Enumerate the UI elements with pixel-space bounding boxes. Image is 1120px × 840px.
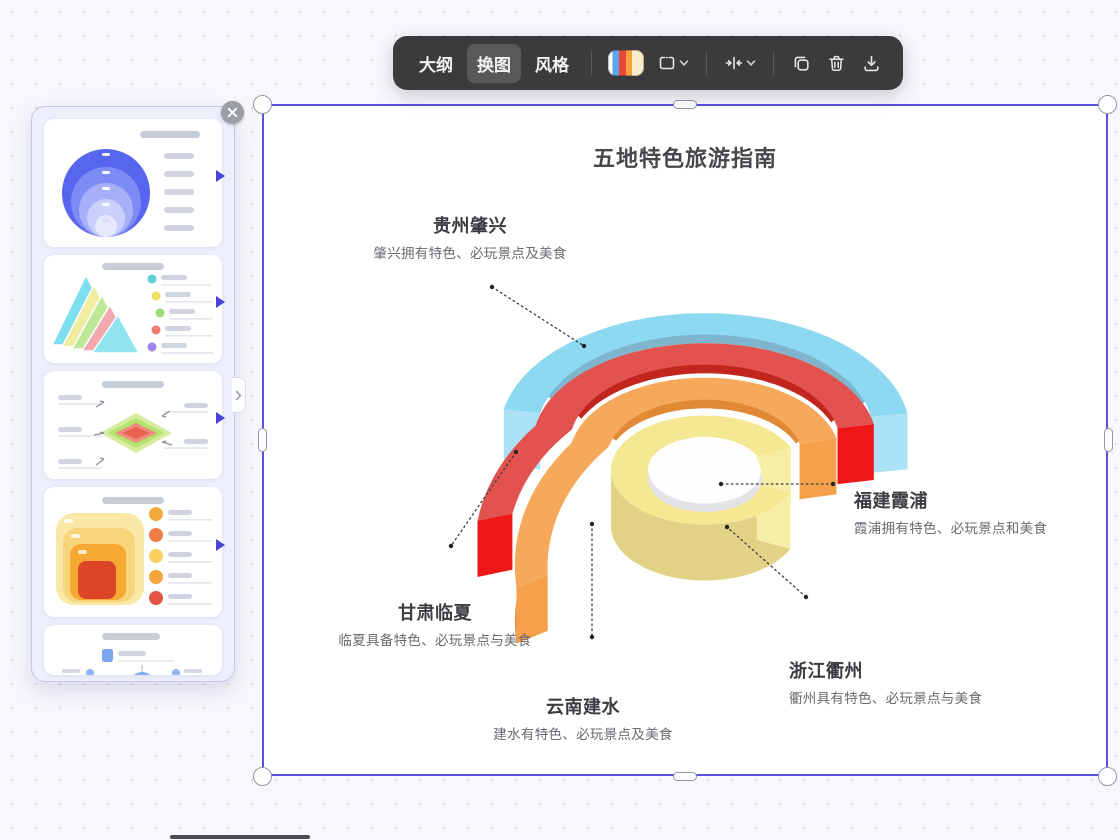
- compress-spacing-button[interactable]: [719, 49, 761, 77]
- ring-top: [514, 377, 837, 588]
- leader-dot: [718, 481, 724, 487]
- ring-inner-edge: [544, 334, 869, 405]
- thumbnail-layered-triangles[interactable]: [44, 255, 222, 363]
- template-suggestions-panel: [31, 106, 235, 682]
- swap-diagram-button[interactable]: 换图: [467, 43, 521, 83]
- toolbar-divider: [706, 51, 707, 75]
- ring-end-cap: [837, 424, 874, 485]
- panel-close-button[interactable]: [221, 101, 244, 124]
- callout-fujian-xiapu: 福建霞浦 霞浦拥有特色、必玩景点和美食: [854, 487, 1104, 537]
- callout-title: 云南建水: [546, 697, 620, 717]
- apply-template-arrow[interactable]: [216, 539, 225, 551]
- leader-dot: [489, 284, 495, 290]
- callout-desc: 霞浦拥有特色、必玩景点和美食: [854, 521, 1048, 536]
- resize-handle-top-left[interactable]: [253, 95, 272, 114]
- chevron-right-icon: [235, 390, 242, 400]
- frame-swap-icon: [657, 53, 677, 73]
- close-icon: [227, 107, 238, 118]
- callout-desc: 衢州具有特色、必玩景点与美食: [789, 691, 983, 706]
- leader-dot: [830, 481, 836, 487]
- floating-toolbar: 大纲 换图 风格: [393, 36, 903, 90]
- nested-squares-preview: [56, 497, 212, 605]
- horizontal-scrollbar[interactable]: [170, 835, 310, 839]
- compress-spacing-icon: [724, 53, 744, 73]
- leader-dot: [448, 543, 454, 549]
- ring-end-cap: [477, 513, 513, 577]
- callout-title: 福建霞浦: [854, 491, 928, 511]
- toolbar-divider: [773, 51, 774, 75]
- callout-desc: 肇兴拥有特色、必玩景点及美食: [373, 246, 567, 261]
- ring-end-cap: [870, 413, 908, 473]
- callout-desc: 建水有特色、必玩景点及美食: [493, 727, 673, 742]
- download-icon: [861, 53, 882, 74]
- ring-inner-edge: [574, 364, 839, 423]
- leader-dot: [803, 594, 809, 600]
- nested-circles-preview: [62, 131, 200, 237]
- toolbar-divider: [591, 51, 592, 75]
- resize-handle-left[interactable]: [258, 428, 267, 452]
- apply-template-arrow[interactable]: [216, 170, 225, 182]
- callout-yunnan-jianshui: 云南建水 建水有特色、必玩景点及美食: [433, 693, 733, 743]
- diamond-callouts-preview: [58, 381, 208, 469]
- thumbnail-nested-circles[interactable]: [44, 119, 222, 247]
- thumbnail-diamond-callouts[interactable]: [44, 371, 222, 479]
- resize-handle-top-right[interactable]: [1098, 95, 1117, 114]
- callout-desc: 临夏具备特色、必玩景点与美食: [338, 633, 532, 648]
- frame-swap-button[interactable]: [652, 49, 694, 77]
- copy-icon: [791, 53, 812, 74]
- leader-dot: [724, 524, 730, 530]
- chevron-down-icon: [679, 59, 689, 67]
- callout-zhejiang-quzhou: 浙江衢州 衢州具有特色、必玩景点与美食: [789, 657, 1039, 707]
- resize-handle-top[interactable]: [673, 100, 697, 109]
- chart-title: 五地特色旅游指南: [592, 146, 777, 171]
- ring-inner-edge: [609, 399, 804, 444]
- export-button[interactable]: [856, 49, 887, 78]
- resize-handle-bottom[interactable]: [673, 772, 697, 781]
- panel-collapse-handle[interactable]: [232, 377, 246, 413]
- tree-hierarchy-preview: [62, 633, 202, 675]
- callout-title: 甘肃临夏: [398, 603, 472, 623]
- style-button[interactable]: 风格: [535, 55, 569, 75]
- callout-gansu-linxia: 甘肃临夏 临夏具备特色、必玩景点与美食: [285, 599, 585, 649]
- leader-dot: [581, 343, 587, 349]
- callout-title: 浙江衢州: [789, 661, 863, 681]
- ring-top: [503, 313, 908, 417]
- resize-handle-bottom-left[interactable]: [253, 767, 272, 786]
- leader-dot: [513, 449, 519, 455]
- ring-end-cap: [516, 574, 548, 644]
- callout-guizhou-zhaoxing: 贵州肇兴 肇兴拥有特色、必玩景点及美食: [320, 212, 620, 262]
- resize-handle-bottom-right[interactable]: [1098, 767, 1117, 786]
- apply-template-arrow[interactable]: [216, 412, 225, 424]
- selected-diagram-frame[interactable]: [262, 104, 1108, 776]
- chevron-down-icon: [746, 59, 756, 67]
- leader-line: [450, 451, 517, 547]
- ring-top: [477, 343, 874, 521]
- outline-button[interactable]: 大纲: [419, 55, 453, 75]
- duplicate-button[interactable]: [786, 49, 817, 78]
- ring-wall: [611, 470, 791, 581]
- thumbnail-tree-hierarchy[interactable]: [44, 625, 222, 675]
- ring-end-cap: [799, 438, 837, 500]
- chart-hole: [649, 438, 761, 504]
- palette-icon[interactable]: [608, 50, 644, 76]
- delete-button[interactable]: [821, 49, 852, 78]
- resize-handle-right[interactable]: [1104, 428, 1113, 452]
- callout-title: 贵州肇兴: [433, 216, 507, 236]
- layered-triangles-preview: [50, 263, 213, 354]
- leader-dot: [589, 521, 595, 527]
- thumbnail-nested-squares[interactable]: [44, 487, 222, 617]
- trash-icon: [826, 53, 847, 74]
- leader-dot: [589, 634, 595, 640]
- leader-line: [491, 286, 585, 347]
- apply-template-arrow[interactable]: [216, 296, 225, 308]
